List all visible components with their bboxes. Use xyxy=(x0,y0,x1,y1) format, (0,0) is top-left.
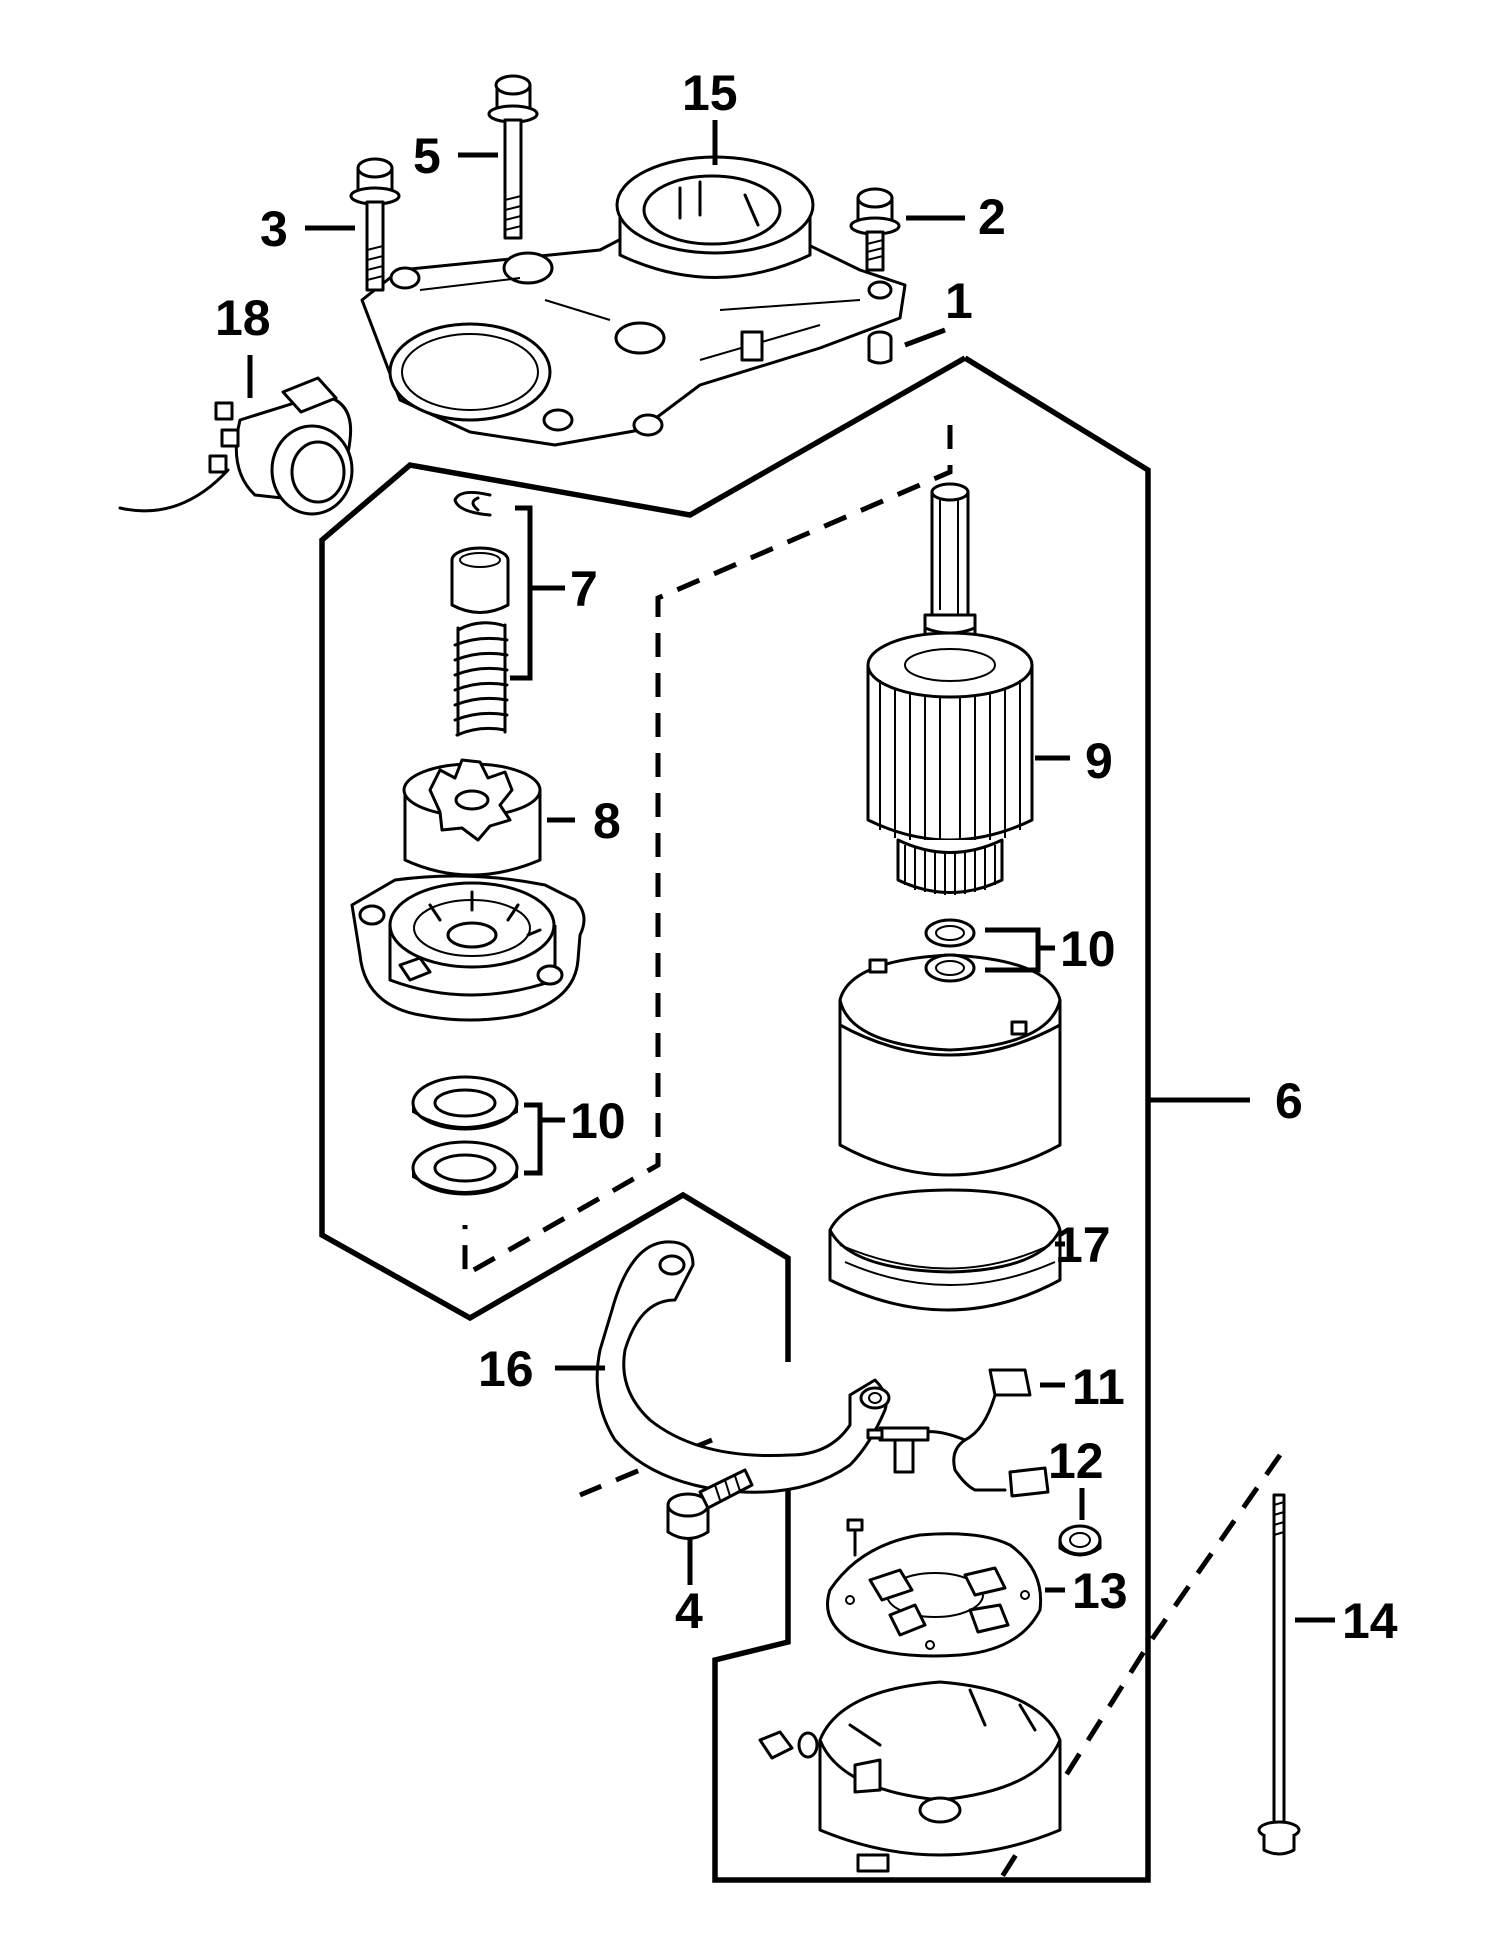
field-frame xyxy=(838,953,1062,1177)
bearing xyxy=(1058,1524,1102,1557)
solenoid xyxy=(118,376,354,516)
pinion-gear xyxy=(402,758,542,877)
bracket-boss xyxy=(615,155,815,279)
bolt-3 xyxy=(349,157,401,292)
callout-9: 9 xyxy=(1085,733,1113,789)
assembly-6-boundary-mid xyxy=(319,355,967,1362)
bolt-2 xyxy=(849,187,901,272)
front-housing xyxy=(350,874,586,1022)
frame-seal-ring xyxy=(828,1188,1062,1312)
callout-11: 11 xyxy=(1072,1359,1125,1415)
washer-set-left xyxy=(411,1075,519,1196)
callout-1: 1 xyxy=(945,273,973,329)
mounting-strap xyxy=(595,1240,891,1494)
callout-10-right: 10 xyxy=(1060,921,1116,977)
through-bolt xyxy=(1257,1493,1301,1856)
callout-3: 3 xyxy=(260,201,288,257)
callout-6: 6 xyxy=(1275,1073,1303,1129)
rear-end-cover xyxy=(758,1680,1062,1873)
dowel-pin xyxy=(867,330,893,365)
callout-5: 5 xyxy=(413,128,441,184)
callout-13: 13 xyxy=(1072,1563,1128,1619)
callout-10-left: 10 xyxy=(570,1093,626,1149)
pinion-stop-set xyxy=(450,490,510,737)
inner-dashed-boundary xyxy=(462,425,953,1280)
callout-8: 8 xyxy=(593,793,621,849)
assembly-6-boundary xyxy=(712,355,1151,1883)
bolt-4 xyxy=(666,1468,754,1540)
brush-set xyxy=(866,1368,1050,1498)
callout-4: 4 xyxy=(675,1583,703,1639)
leader-lines xyxy=(247,120,1335,1623)
brush-holder-plate xyxy=(826,1518,1043,1658)
bolt-5 xyxy=(487,74,539,240)
callout-12: 12 xyxy=(1048,1433,1104,1489)
callout-7: 7 xyxy=(570,561,598,617)
callout-14: 14 xyxy=(1342,1593,1398,1649)
callout-18: 18 xyxy=(215,290,271,346)
callout-17: 17 xyxy=(1055,1217,1111,1273)
callout-16: 16 xyxy=(478,1341,534,1397)
armature xyxy=(866,482,1034,895)
mounting-bracket xyxy=(360,226,907,447)
callout-2: 2 xyxy=(978,189,1006,245)
callout-15: 15 xyxy=(682,65,738,121)
